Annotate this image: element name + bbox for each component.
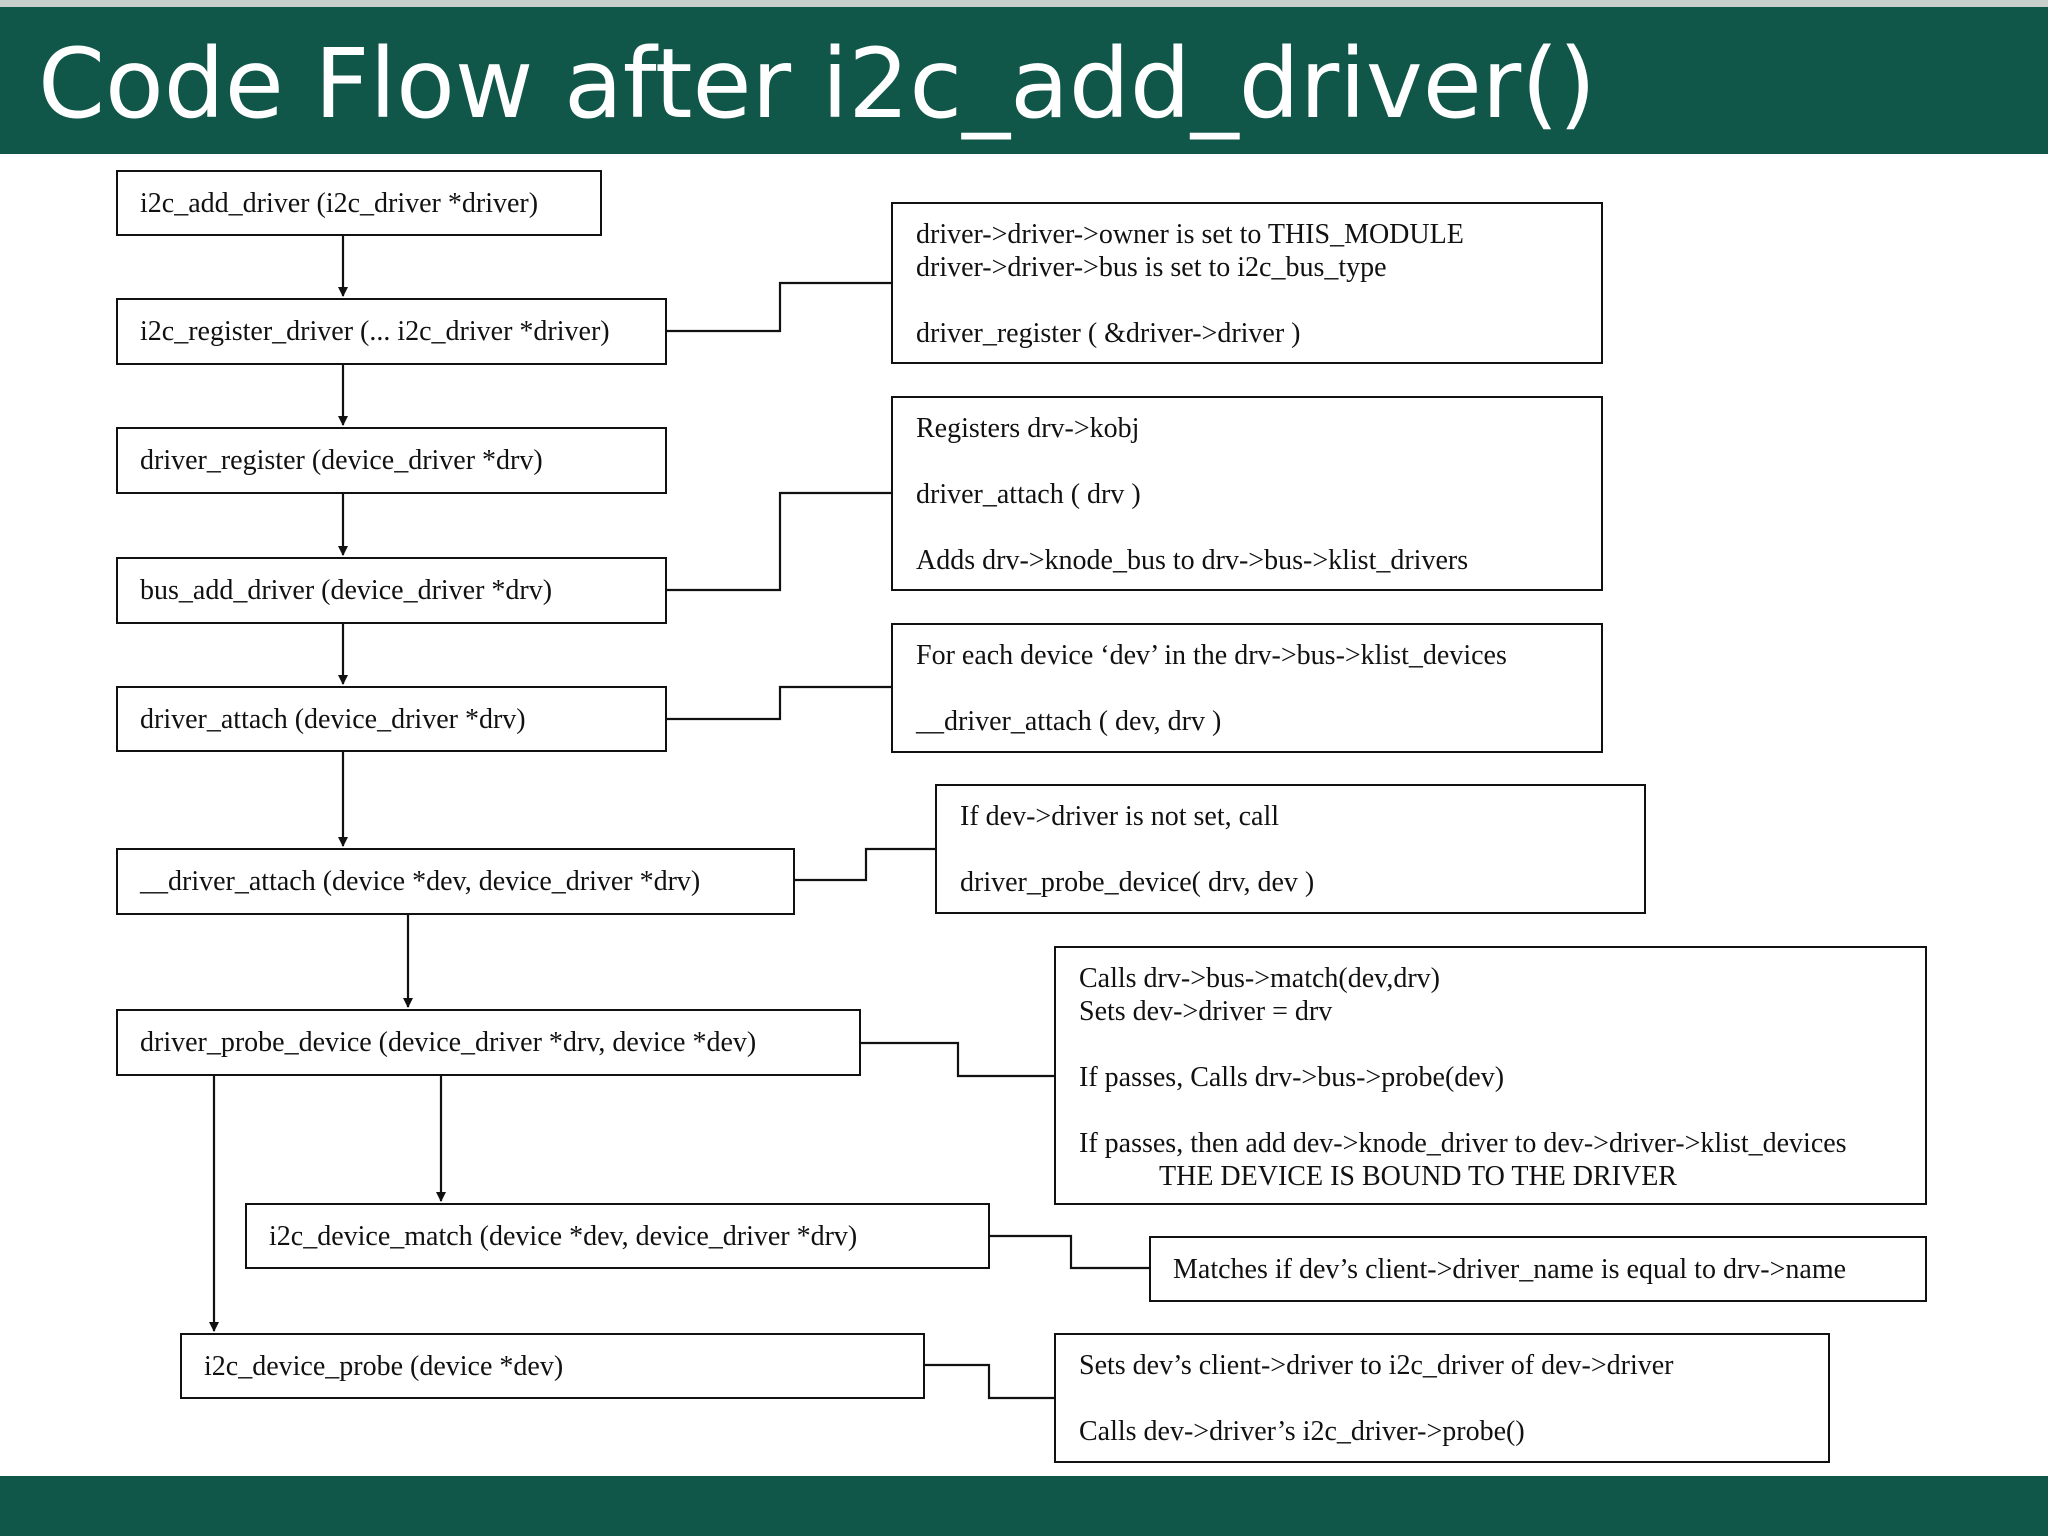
function-label: i2c_add_driver (i2c_driver *driver) [140, 187, 539, 219]
note-line: If passes, Calls drv->bus->probe(dev) [1079, 1062, 1505, 1093]
slide-title: Code Flow after i2c_add_driver() [38, 28, 1597, 140]
function-label: i2c_device_probe (device *dev) [204, 1350, 564, 1382]
link-f6-note [794, 847, 936, 882]
note-box-i2c-device-match: Matches if dev’s client->driver_name is … [1149, 1236, 1927, 1302]
function-label: driver_register (device_driver *drv) [140, 445, 543, 476]
function-box-bus-add-driver: bus_add_driver (device_driver *drv) [116, 557, 667, 624]
note-box-register: driver->driver->owner is set to THIS_MOD… [891, 202, 1603, 364]
note-line-emphasis: THE DEVICE IS BOUND TO THE DRIVER [1159, 1161, 1677, 1192]
function-label: bus_add_driver (device_driver *drv) [140, 575, 553, 606]
note-line: driver->driver->owner is set to THIS_MOD… [916, 219, 1464, 250]
function-box-i2c-device-match: i2c_device_match (device *dev, device_dr… [245, 1203, 990, 1269]
function-box-driver-register: driver_register (device_driver *drv) [116, 427, 667, 494]
note-line: Calls drv->bus->match(dev,drv) [1079, 963, 1441, 994]
note-line: Calls dev->driver’s i2c_driver->probe() [1079, 1416, 1525, 1447]
note-box-driver-probe-device: Calls drv->bus->match(dev,drv) Sets dev-… [1054, 946, 1927, 1205]
function-box-driver-attach: driver_attach (device_driver *drv) [116, 686, 667, 752]
note-line: driver_attach ( drv ) [916, 479, 1141, 510]
function-box-driver-probe-device: driver_probe_device (device_driver *drv,… [116, 1009, 861, 1076]
note-line: Adds drv->knode_bus to drv->bus->klist_d… [916, 545, 1469, 576]
function-box-i2c-device-probe: i2c_device_probe (device *dev) [180, 1333, 925, 1399]
note-box-driver-attach: For each device ‘dev’ in the drv->bus->k… [891, 623, 1603, 753]
note-line: __driver_attach ( dev, drv ) [916, 706, 1222, 737]
note-line: If dev->driver is not set, call [960, 801, 1280, 832]
note-line: For each device ‘dev’ in the drv->bus->k… [916, 640, 1507, 671]
link-f8-note [988, 1234, 1150, 1270]
note-line: Sets dev->driver = drv [1079, 996, 1333, 1027]
top-border-line [0, 0, 2048, 7]
slide-footer [0, 1476, 2048, 1536]
function-label: __driver_attach (device *dev, device_dri… [140, 866, 701, 897]
note-line: driver_probe_device( drv, dev ) [960, 867, 1315, 898]
function-label: driver_attach (device_driver *drv) [140, 703, 526, 735]
link-f9-note [924, 1363, 1055, 1400]
function-label: i2c_device_match (device *dev, device_dr… [269, 1220, 858, 1252]
function-box-i2c-add-driver: i2c_add_driver (i2c_driver *driver) [116, 170, 602, 236]
note-line: Matches if dev’s client->driver_name is … [1173, 1253, 1847, 1285]
link-f2-note [666, 281, 892, 333]
note-box-underscore-driver-attach: If dev->driver is not set, call driver_p… [935, 784, 1646, 914]
function-label: driver_probe_device (device_driver *drv,… [140, 1027, 757, 1058]
note-line: Sets dev’s client->driver to i2c_driver … [1079, 1350, 1674, 1381]
note-line: driver->driver->bus is set to i2c_bus_ty… [916, 252, 1387, 283]
function-label: i2c_register_driver (... i2c_driver *dri… [140, 316, 610, 347]
link-f5-note [666, 685, 892, 721]
note-line: If passes, then add dev->knode_driver to… [1079, 1128, 1847, 1159]
slide-header: Code Flow after i2c_add_driver() [0, 7, 2048, 154]
function-box-underscore-driver-attach: __driver_attach (device *dev, device_dri… [116, 848, 795, 915]
note-box-bus-add-driver: Registers drv->kobj driver_attach ( drv … [891, 396, 1603, 591]
link-f7-note [860, 1041, 1055, 1078]
link-f4-note [666, 491, 892, 592]
function-box-i2c-register-driver: i2c_register_driver (... i2c_driver *dri… [116, 298, 667, 365]
note-box-i2c-device-probe: Sets dev’s client->driver to i2c_driver … [1054, 1333, 1830, 1463]
note-line: driver_register ( &driver->driver ) [916, 318, 1301, 349]
note-line: Registers drv->kobj [916, 413, 1140, 444]
